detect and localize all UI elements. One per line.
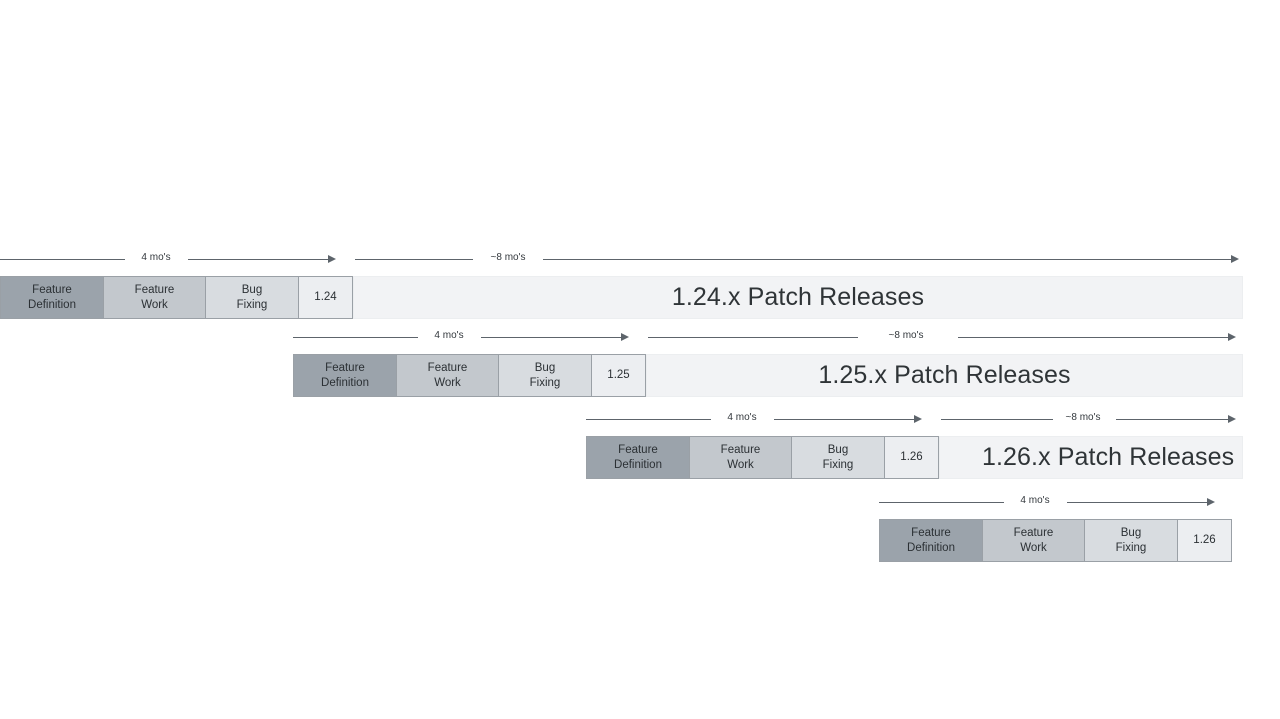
dimension-arrow-four-months: 4 mo's: [0, 252, 340, 274]
patch-release-band-1-25: 1.25.x Patch Releases: [646, 354, 1243, 397]
phase-label-line-2: Work: [434, 376, 461, 389]
version-chip[interactable]: 1.26: [1177, 519, 1232, 562]
arrow-line-left: [941, 419, 1053, 420]
phase-label-line-1: Bug: [241, 284, 263, 297]
dimension-label: ~8 mo's: [888, 330, 924, 341]
arrowhead-right-icon: [328, 255, 336, 263]
arrowhead-right-icon: [1231, 255, 1239, 263]
arrow-line-right: [481, 337, 621, 338]
patch-release-band-1-26: 1.26.x Patch Releases: [939, 436, 1243, 479]
version-chip[interactable]: 1.25: [591, 354, 646, 397]
arrow-line-right: [543, 259, 1231, 260]
arrowhead-right-icon: [1228, 333, 1236, 341]
phase-label-line-2: Work: [727, 458, 754, 471]
arrow-line-right: [1067, 502, 1207, 503]
dimension-label: ~8 mo's: [1065, 412, 1101, 423]
phase-label-line-2: Fixing: [529, 376, 561, 389]
patch-release-band-1-24: 1.24.x Patch Releases: [353, 276, 1243, 319]
phase-label-line-1: Feature: [911, 527, 951, 540]
phase-label-line-1: Feature: [427, 362, 468, 375]
phase-feature-work[interactable]: Feature Work: [689, 436, 791, 479]
version-label: 1.25: [607, 369, 630, 382]
version-label: 1.24: [314, 291, 337, 304]
dimension-arrow-eight-months: ~8 mo's: [355, 252, 1240, 274]
dimension-arrow-four-months: 4 mo's: [586, 412, 926, 434]
patch-release-band-label: 1.24.x Patch Releases: [671, 283, 925, 311]
phase-label-line-1: Bug: [534, 362, 556, 375]
phase-bug-fixing[interactable]: Bug Fixing: [205, 276, 298, 319]
patch-release-band-label: 1.26.x Patch Releases: [982, 443, 1235, 471]
phase-label-line-1: Feature: [618, 444, 658, 457]
arrow-line-left: [355, 259, 473, 260]
dimension-label: 4 mo's: [434, 330, 464, 341]
phase-label-line-2: Definition: [907, 541, 955, 554]
phase-label-line-2: Definition: [28, 298, 76, 311]
phase-feature-work[interactable]: Feature Work: [103, 276, 205, 319]
dimension-arrow-eight-months: ~8 mo's: [941, 412, 1240, 434]
phase-label-line-2: Work: [1020, 541, 1047, 554]
phase-feature-definition[interactable]: Feature Definition: [293, 354, 396, 397]
phase-feature-definition[interactable]: Feature Definition: [879, 519, 982, 562]
dimension-arrow-four-months: 4 mo's: [879, 495, 1219, 517]
arrowhead-right-icon: [621, 333, 629, 341]
dimension-arrow-four-months: 4 mo's: [293, 330, 633, 352]
phase-label-line-2: Work: [141, 298, 168, 311]
phase-label-line-1: Feature: [32, 284, 72, 297]
dimension-label: ~8 mo's: [490, 252, 526, 263]
dimension-label: 4 mo's: [727, 412, 757, 423]
phase-label-line-2: Fixing: [1115, 541, 1147, 554]
dimension-label: 4 mo's: [141, 252, 171, 263]
arrow-line-left: [293, 337, 418, 338]
phase-track-1-26-next: Feature Definition Feature Work Bug Fixi…: [879, 519, 1232, 562]
phase-feature-work[interactable]: Feature Work: [982, 519, 1084, 562]
version-label: 1.26: [1193, 534, 1216, 547]
phase-label-line-2: Definition: [321, 376, 369, 389]
version-label: 1.26: [900, 451, 923, 464]
phase-label-line-1: Bug: [827, 444, 849, 457]
phase-track-1-25: Feature Definition Feature Work Bug Fixi…: [293, 354, 646, 397]
phase-feature-definition[interactable]: Feature Definition: [586, 436, 689, 479]
arrow-line-left: [648, 337, 858, 338]
phase-label-line-2: Fixing: [822, 458, 854, 471]
phase-bug-fixing[interactable]: Bug Fixing: [791, 436, 884, 479]
arrowhead-right-icon: [914, 415, 922, 423]
dimension-label: 4 mo's: [1020, 495, 1050, 506]
arrowhead-right-icon: [1228, 415, 1236, 423]
phase-label-line-1: Feature: [720, 444, 761, 457]
version-chip[interactable]: 1.26: [884, 436, 939, 479]
arrow-line-left: [879, 502, 1004, 503]
arrow-line-left: [586, 419, 711, 420]
patch-release-band-label: 1.25.x Patch Releases: [818, 361, 1071, 389]
phase-track-1-26: Feature Definition Feature Work Bug Fixi…: [586, 436, 939, 479]
arrow-line-right: [774, 419, 914, 420]
arrowhead-right-icon: [1207, 498, 1215, 506]
arrow-line-right: [958, 337, 1228, 338]
phase-label-line-1: Feature: [134, 284, 175, 297]
phase-feature-work[interactable]: Feature Work: [396, 354, 498, 397]
phase-bug-fixing[interactable]: Bug Fixing: [1084, 519, 1177, 562]
phase-label-line-1: Feature: [325, 362, 365, 375]
version-chip[interactable]: 1.24: [298, 276, 353, 319]
dimension-arrow-eight-months: ~8 mo's: [648, 330, 1240, 352]
phase-label-line-2: Fixing: [236, 298, 268, 311]
arrow-line-right: [1116, 419, 1228, 420]
phase-label-line-1: Feature: [1013, 527, 1054, 540]
phase-label-line-1: Bug: [1120, 527, 1142, 540]
phase-bug-fixing[interactable]: Bug Fixing: [498, 354, 591, 397]
phase-feature-definition[interactable]: Feature Definition: [0, 276, 103, 319]
arrow-line-left: [0, 259, 125, 260]
phase-track-1-24: Feature Definition Feature Work Bug Fixi…: [0, 276, 353, 319]
phase-label-line-2: Definition: [614, 458, 662, 471]
arrow-line-right: [188, 259, 328, 260]
